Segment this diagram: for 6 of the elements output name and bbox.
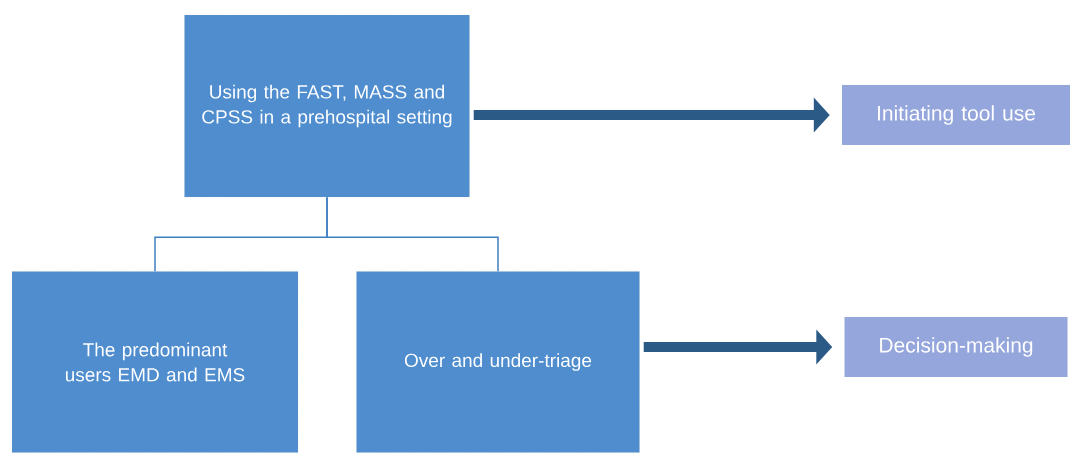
- connector-line: [326, 196, 499, 273]
- process-box: The predominant users EMD and EMS: [11, 271, 299, 453]
- result-box: Initiating tool use: [842, 85, 1070, 145]
- result-box: Decision-making: [844, 317, 1068, 377]
- process-box: Over and under-triage: [356, 271, 640, 453]
- process-box: Using the FAST, MASS and CPSS in a prehospital setting: [184, 14, 470, 198]
